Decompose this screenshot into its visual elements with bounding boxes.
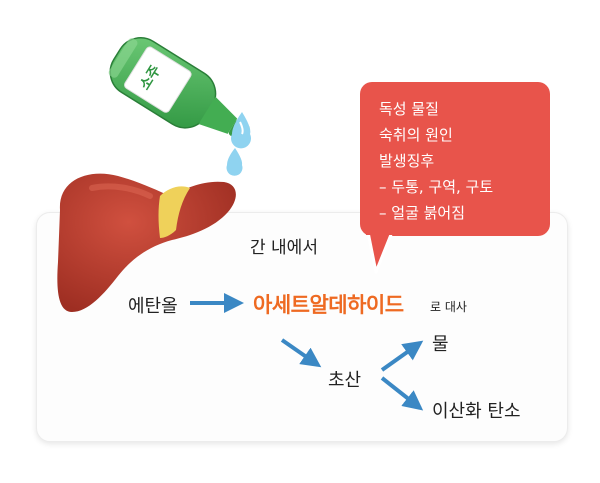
- acetic-acid-label: 초산: [328, 370, 362, 391]
- acetaldehyde-label: 아세트알데하이드: [253, 293, 404, 317]
- liver-icon: [57, 173, 236, 312]
- callout-line: – 두통, 구역, 구토: [379, 178, 494, 196]
- metabolized-label: 로 대사: [430, 300, 467, 314]
- arrow-to-acetic-acid: [280, 338, 322, 368]
- callout-line: – 얼굴 붉어짐: [379, 204, 466, 222]
- water-label: 물: [432, 334, 449, 355]
- callout-line: 독성 물질: [379, 100, 439, 118]
- drop-icon: [226, 148, 243, 176]
- callout-text: 독성 물질 숙취의 원인 발생징후 – 두통, 구역, 구토 – 얼굴 붉어짐: [379, 96, 539, 226]
- drop-icon: [230, 112, 251, 149]
- callout-bubble: [360, 82, 550, 274]
- carbon-dioxide-label: 이산화 탄소: [432, 401, 521, 422]
- location-label: 간 내에서: [250, 238, 318, 258]
- arrow-to-water: [380, 340, 424, 372]
- callout-line: 숙취의 원인: [379, 126, 453, 144]
- callout-line: 발생징후: [379, 152, 435, 170]
- ethanol-label: 에탄올: [128, 296, 178, 317]
- arrow-to-co2: [380, 376, 424, 411]
